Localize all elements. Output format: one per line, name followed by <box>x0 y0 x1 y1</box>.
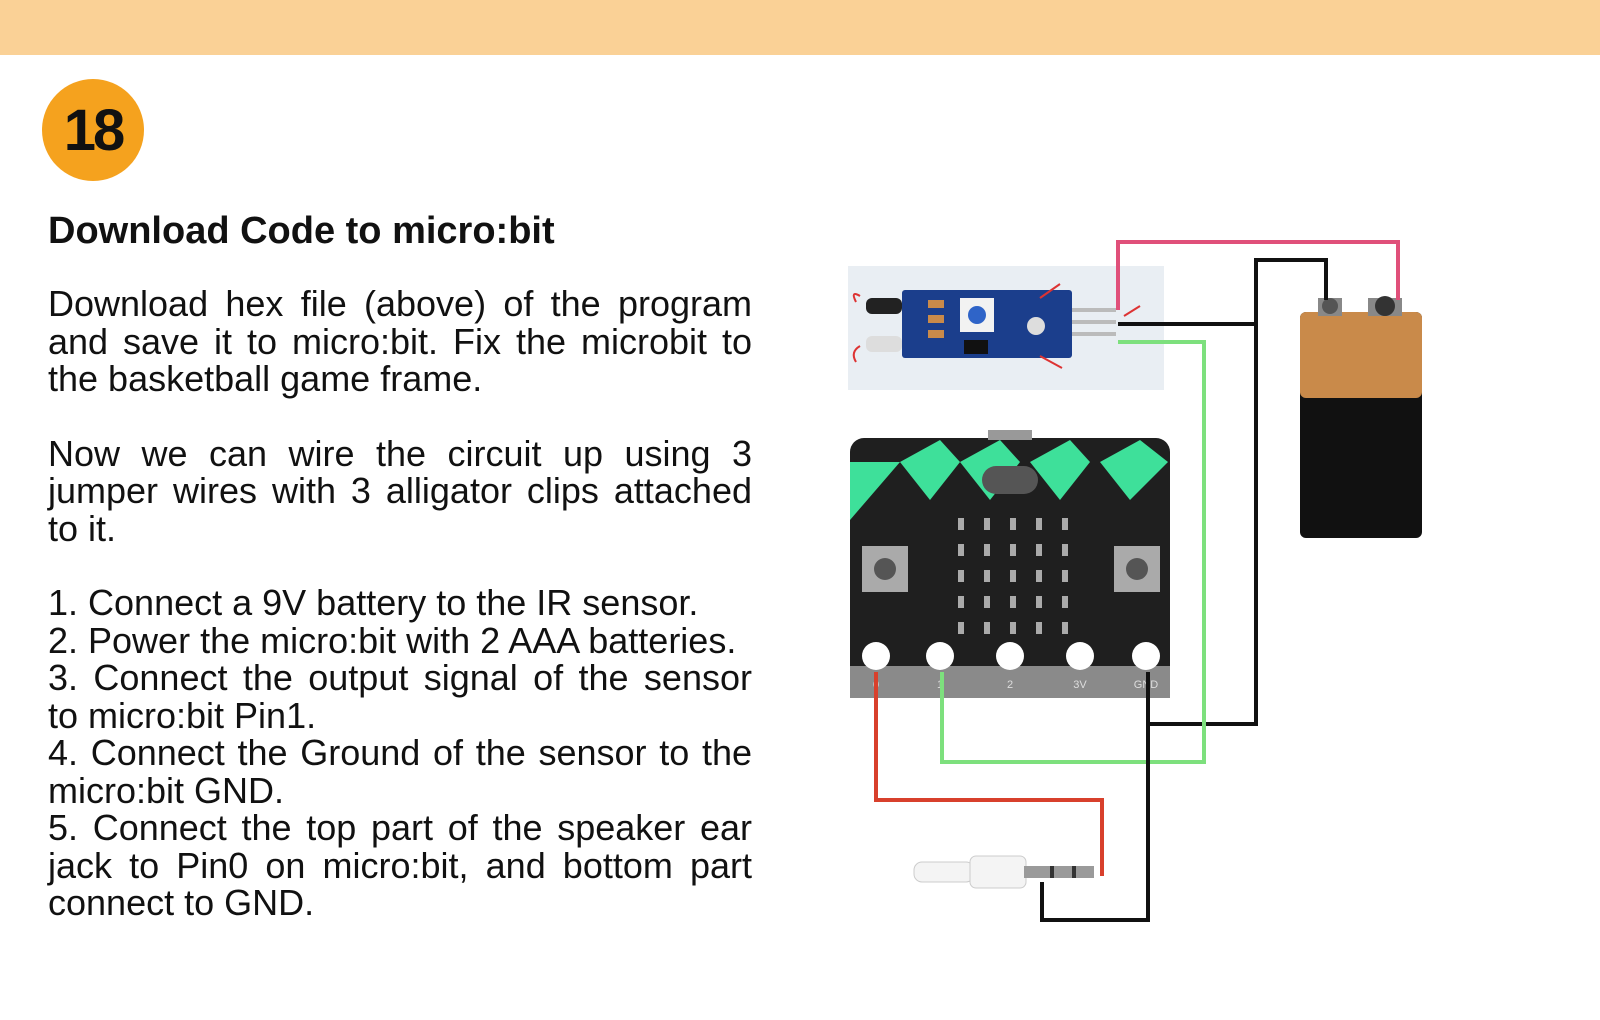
black-wire-jack <box>1040 724 1150 922</box>
step-number-badge: 18 <box>42 79 144 181</box>
battery-9v <box>1300 296 1422 538</box>
step-item: 5. Connect the top part of the speaker e… <box>48 807 752 923</box>
pin-label: 3V <box>1073 679 1087 691</box>
section-title: Download Code to micro:bit <box>48 210 555 252</box>
step-item: 3. Connect the output signal of the sens… <box>48 657 752 736</box>
step-item: 4. Connect the Ground of the sensor to t… <box>48 732 752 811</box>
audio-jack <box>913 855 1094 889</box>
green-wire <box>940 340 1206 764</box>
wires <box>874 240 1400 922</box>
header-bar <box>0 0 1600 55</box>
step-item: 1. Connect a 9V battery to the IR sensor… <box>48 582 699 623</box>
paragraph-wiring: Now we can wire the circuit up using 3 j… <box>48 432 752 549</box>
red-wire <box>874 672 1104 876</box>
black-wire-battery <box>1118 258 1328 326</box>
microbit-board: 0 1 2 3V GND <box>850 430 1170 698</box>
paragraph-download: Download hex file (above) of the program… <box>48 283 752 399</box>
step-item: 2. Power the micro:bit with 2 AAA batter… <box>48 619 737 661</box>
ir-sensor-module <box>848 266 1164 390</box>
pin-label: 2 <box>1007 679 1013 691</box>
instructions-text: Download hex file (above) of the program… <box>48 285 752 922</box>
pink-wire <box>1116 240 1400 310</box>
circuit-diagram: 0 1 2 3V GND <box>848 240 1422 922</box>
